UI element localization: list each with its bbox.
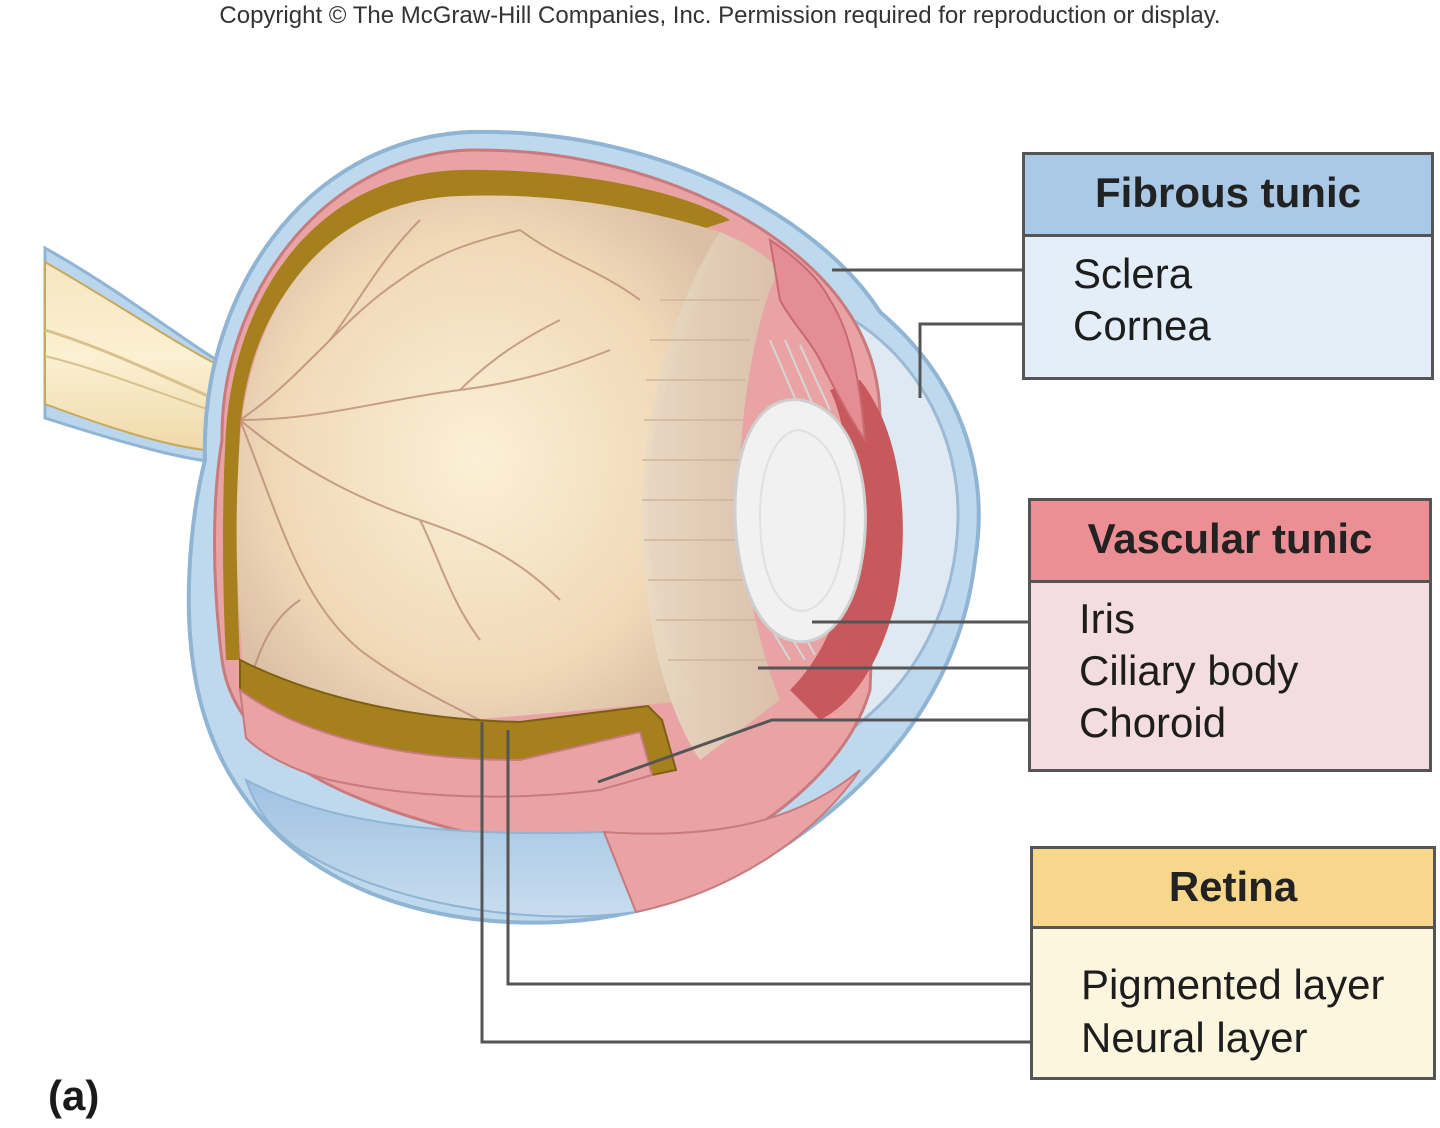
label-neural-layer: Neural layer	[1081, 1014, 1308, 1061]
vascular-tunic-panel: Vascular tunic Iris Ciliary body Choroid	[1028, 498, 1432, 772]
ciliary-body-shape	[768, 237, 867, 444]
fibrous-tunic-panel: Fibrous tunic Sclera Cornea	[1022, 152, 1434, 380]
ciliary-folds	[642, 299, 770, 661]
label-cornea: Cornea	[1073, 302, 1211, 349]
choroid-band	[238, 687, 654, 798]
fibrous-tunic-title: Fibrous tunic	[1025, 155, 1431, 237]
figure-label: (a)	[48, 1072, 100, 1119]
label-ciliary-body: Ciliary body	[1079, 647, 1299, 694]
leader-cornea	[918, 322, 1058, 398]
copyright-notice: Copyright © The McGraw-Hill Companies, I…	[219, 2, 1221, 29]
optic-nerve	[43, 245, 241, 464]
vitreous-body	[236, 195, 720, 721]
retina-title: Retina	[1033, 849, 1433, 929]
label-pigmented-layer: Pigmented layer	[1081, 961, 1385, 1008]
label-iris: Iris	[1079, 595, 1135, 642]
ciliary-region	[641, 232, 780, 760]
label-sclera: Sclera	[1073, 250, 1193, 297]
label-choroid: Choroid	[1079, 699, 1227, 746]
iris-shape	[790, 380, 903, 720]
retinal-vessels	[239, 219, 641, 721]
retina-line	[223, 169, 730, 660]
retina-panel: Retina Pigmented layer Neural layer	[1030, 846, 1436, 1080]
leader-choroid	[597, 718, 1058, 784]
leader-neural-layer	[480, 722, 1060, 1044]
lens-shape	[733, 398, 867, 644]
leader-pigmented-layer	[506, 730, 1060, 986]
leader-lines	[480, 268, 1060, 1044]
vascular-tunic-title: Vascular tunic	[1031, 501, 1429, 583]
lower-sclera-face	[244, 777, 638, 918]
